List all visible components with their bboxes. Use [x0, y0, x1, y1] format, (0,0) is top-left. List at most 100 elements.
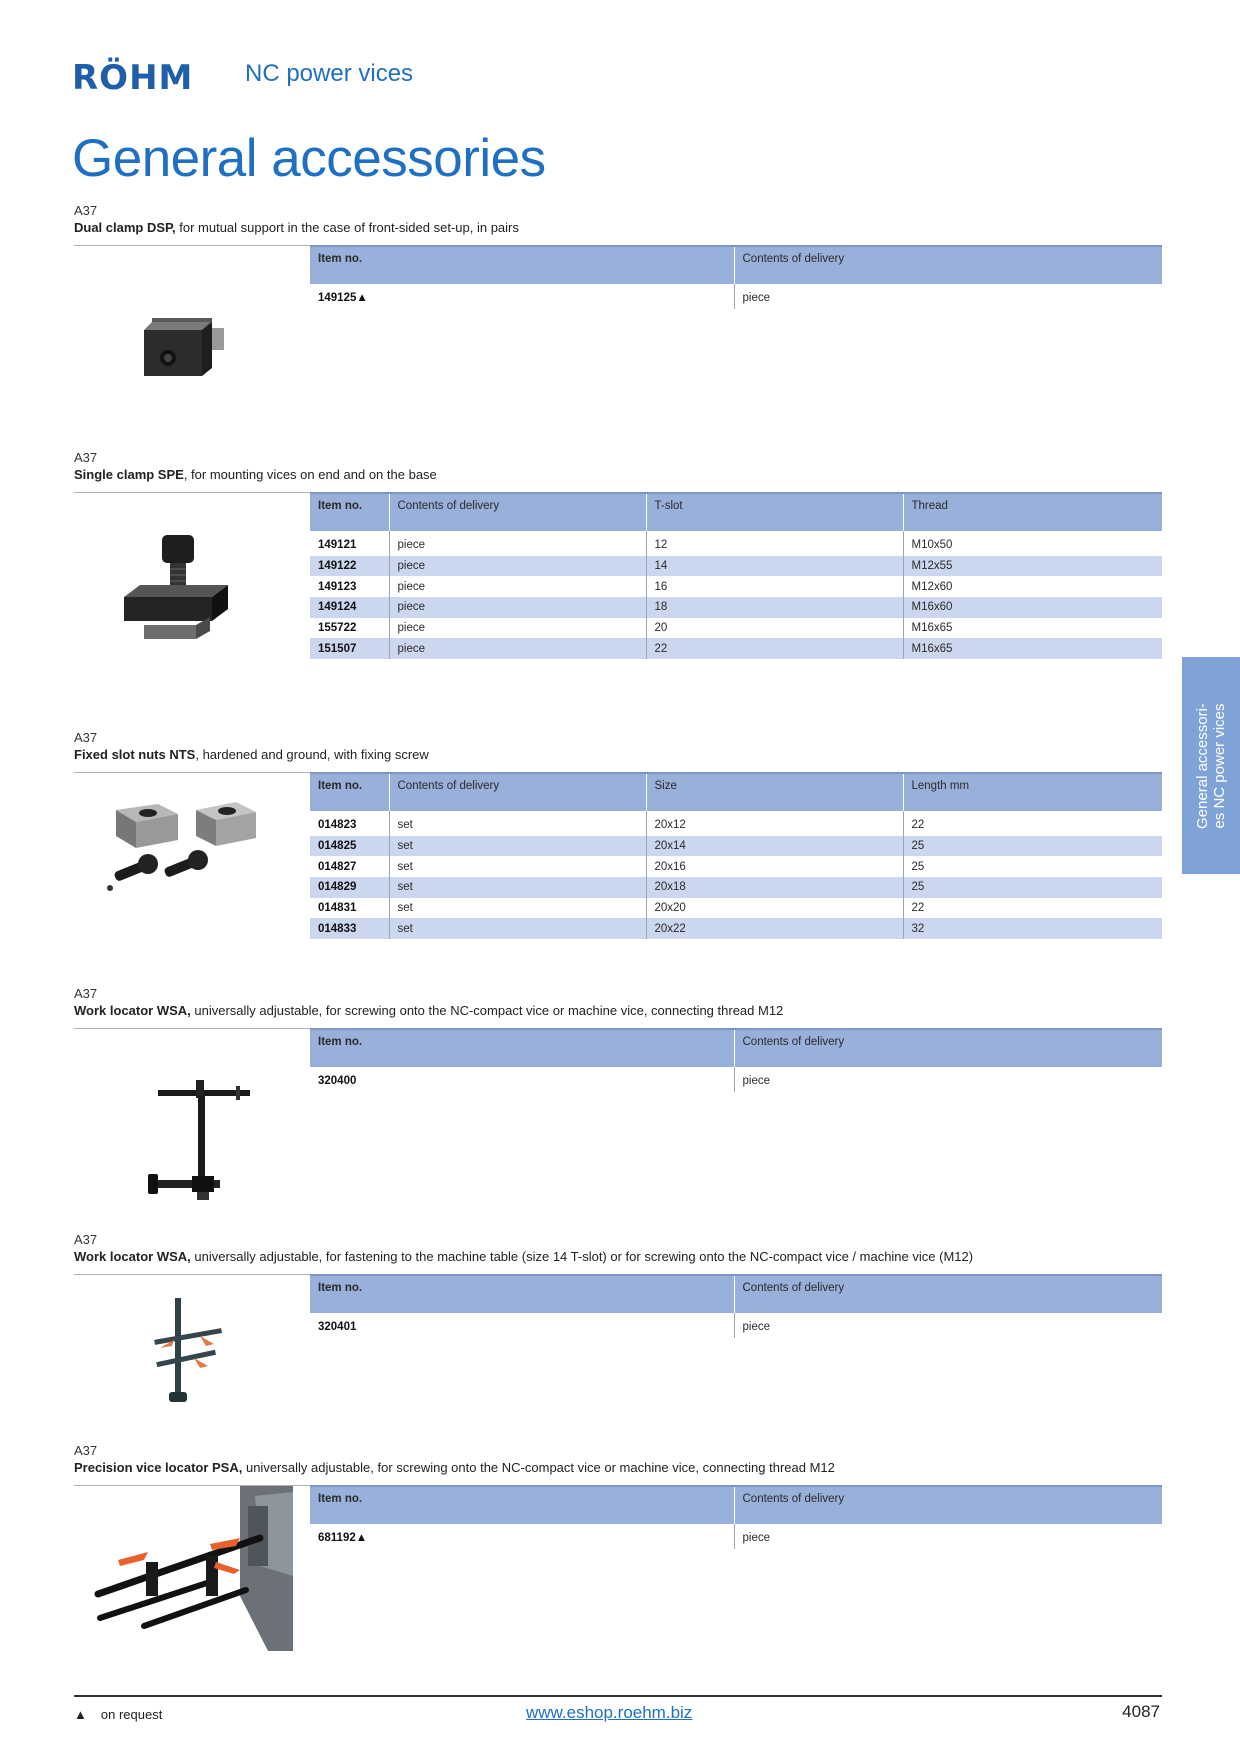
slot-nuts-image	[107, 802, 256, 891]
delivery-content: piece	[388, 597, 646, 618]
work-locator-tslot-image	[154, 1298, 223, 1402]
item-number: 014823	[318, 819, 357, 832]
table-row: 320401 piece	[310, 1317, 1162, 1338]
thread-size: M10x50	[902, 535, 1162, 556]
section-description: Fixed slot nuts NTS, hardened and ground…	[74, 747, 429, 762]
header-length: Length mm	[902, 772, 1162, 811]
delivery-content: piece	[388, 555, 646, 577]
thread-size: M12x55	[902, 555, 1162, 577]
on-request-triangle-icon: ▲	[74, 1707, 87, 1722]
dual-clamp-image	[144, 318, 224, 376]
delivery-content: set	[388, 835, 646, 857]
section-dual-clamp: A37 Dual clamp DSP, for mutual support i…	[74, 203, 1162, 309]
section-divider	[74, 772, 310, 773]
header-contents: Contents of delivery	[388, 492, 646, 531]
product-line-title: NC power vices	[245, 60, 414, 87]
delivery-content: set	[388, 918, 646, 940]
delivery-content: set	[388, 897, 646, 919]
section-code: A37	[74, 730, 98, 745]
thread-size: M16x65	[902, 617, 1162, 639]
item-number: 149121	[318, 539, 357, 552]
item-number: 014827	[318, 860, 357, 873]
table-row: 149125▲ piece	[310, 288, 1162, 309]
delivery-content: set	[388, 815, 646, 836]
footer-divider	[74, 1695, 1162, 1697]
section-divider	[74, 492, 310, 493]
legend-text: on request	[100, 1707, 163, 1722]
section-description: Single clamp SPE, for mounting vices on …	[74, 467, 437, 482]
section-code: A37	[74, 203, 98, 218]
length-mm: 22	[902, 897, 1162, 919]
section-description: Dual clamp DSP, for mutual support in th…	[74, 220, 519, 235]
side-tab-label: General accessori- es NC power vices	[1194, 702, 1228, 829]
header-item-no: Item no.	[310, 245, 734, 284]
section-code: A37	[74, 986, 98, 1001]
section-side-tab: General accessori- es NC power vices	[1182, 657, 1240, 874]
section-divider	[74, 1274, 310, 1275]
nut-size: 20x12	[645, 815, 903, 836]
section-single-clamp: A37 Single clamp SPE, for mounting vices…	[74, 450, 1162, 660]
item-number: 014825	[310, 835, 389, 857]
product-table: Item no. Contents of delivery 320401 pie…	[310, 1274, 1162, 1338]
roehm-logo: RÖHM	[72, 57, 193, 96]
table-row: 320400 piece	[310, 1071, 1162, 1092]
delivery-content: piece	[388, 535, 646, 556]
product-table: Item no. Contents of delivery 681192▲ pi…	[310, 1485, 1162, 1549]
section-divider	[74, 1028, 310, 1029]
t-slot-size: 16	[645, 576, 903, 598]
section-code: A37	[74, 450, 98, 465]
nut-size: 20x22	[645, 918, 903, 940]
svg-text:RÖHM: RÖHM	[72, 57, 193, 96]
length-mm: 22	[902, 815, 1162, 836]
length-mm: 25	[902, 877, 1162, 898]
nut-size: 20x20	[645, 897, 903, 919]
header-thread: Thread	[902, 492, 1162, 531]
item-number: 320400	[318, 1075, 357, 1088]
header-t-slot: T-slot	[645, 492, 903, 531]
header-item-no: Item no.	[310, 492, 389, 531]
eshop-link[interactable]: www.eshop.roehm.biz	[526, 1703, 693, 1722]
section-precision-vice-locator: A37 Precision vice locator PSA, universa…	[74, 1443, 1162, 1549]
footer-legend: ▲ on request	[74, 1707, 162, 1722]
product-table: Item no. Contents of delivery Size Lengt…	[310, 772, 1162, 940]
delivery-content: piece	[388, 638, 646, 660]
t-slot-size: 12	[645, 535, 903, 556]
section-description: Work locator WSA, universally adjustable…	[74, 1249, 974, 1264]
thread-size: M12x60	[902, 576, 1162, 598]
item-number: 151507	[310, 638, 389, 660]
section-work-locator-m12: A37 Work locator WSA, universally adjust…	[74, 986, 1162, 1092]
nut-size: 20x14	[645, 835, 903, 857]
nut-size: 20x16	[645, 856, 903, 878]
delivery-content: piece	[733, 1071, 1162, 1092]
length-mm: 25	[902, 856, 1162, 878]
delivery-content: piece	[733, 1317, 1162, 1338]
delivery-content: piece	[388, 576, 646, 598]
header-contents: Contents of delivery	[733, 1485, 1162, 1524]
single-clamp-image	[124, 535, 228, 639]
header-contents: Contents of delivery	[733, 245, 1162, 284]
delivery-content: set	[388, 856, 646, 878]
section-work-locator-tslot: A37 Work locator WSA, universally adjust…	[74, 1232, 1162, 1338]
thread-size: M16x60	[902, 597, 1162, 618]
item-number: 149122	[310, 555, 389, 577]
length-mm: 32	[902, 918, 1162, 940]
length-mm: 25	[902, 835, 1162, 857]
item-number: 014833	[310, 918, 389, 940]
work-locator-image	[148, 1080, 250, 1200]
section-divider	[74, 245, 310, 246]
table-row: 681192▲ piece	[310, 1528, 1162, 1549]
header-contents: Contents of delivery	[733, 1274, 1162, 1313]
item-number: 014829	[310, 877, 389, 898]
header-item-no: Item no.	[310, 772, 389, 811]
item-number: 014831	[318, 902, 357, 915]
t-slot-size: 22	[645, 638, 903, 660]
header-item-no: Item no.	[310, 1028, 734, 1067]
